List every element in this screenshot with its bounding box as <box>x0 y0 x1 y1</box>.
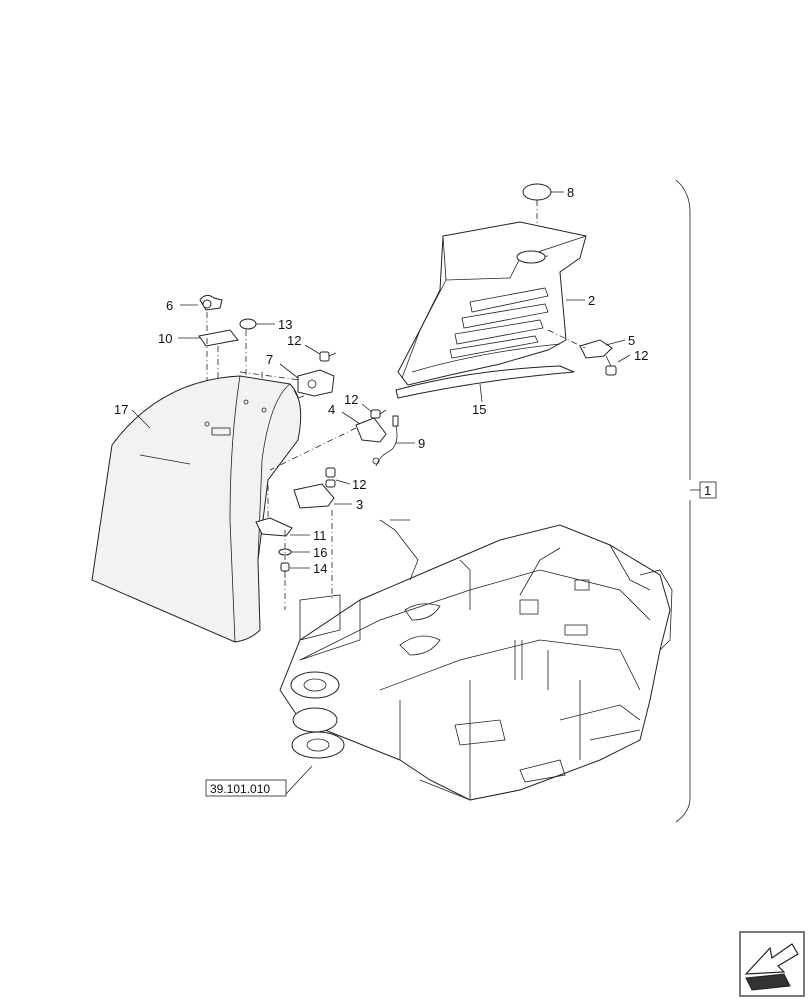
part-15-seal-strip: 15 <box>395 365 575 417</box>
part-2-grille-cover: 2 <box>397 221 595 386</box>
callout-7: 7 <box>266 352 273 367</box>
part-3-bracket: 3 <box>293 483 363 512</box>
part-17-side-cover: 17 <box>91 375 302 643</box>
part-9-cable: 9 <box>372 415 425 467</box>
callout-12-lower: 12 <box>352 477 366 492</box>
callout-12-upper: 12 <box>287 333 301 348</box>
next-page-arrow-icon[interactable] <box>739 931 805 997</box>
part-11-plate: 11 <box>255 517 327 543</box>
callout-3: 3 <box>356 497 363 512</box>
callout-14: 14 <box>313 561 327 576</box>
reference-link[interactable]: 39.101.010 <box>205 765 313 797</box>
part-12-bolt-right: 12 <box>605 348 648 376</box>
callout-2: 2 <box>588 293 595 308</box>
callout-1: 1 <box>704 483 711 498</box>
part-12-bolt-upper: 12 <box>287 333 337 362</box>
assembly-bracket: 1 <box>675 179 717 823</box>
callout-12-mid: 12 <box>344 392 358 407</box>
callout-5: 5 <box>628 333 635 348</box>
callout-8: 8 <box>567 185 574 200</box>
callout-17: 17 <box>114 402 128 417</box>
callout-15: 15 <box>472 402 486 417</box>
callout-4: 4 <box>328 402 335 417</box>
callout-13: 13 <box>278 317 292 332</box>
callout-12-right: 12 <box>634 348 648 363</box>
part-14-bolt: 14 <box>280 561 327 578</box>
part-12-bolt-mid: 12 <box>344 392 387 419</box>
callout-10: 10 <box>158 331 172 346</box>
callout-9: 9 <box>418 436 425 451</box>
part-5-bracket: 5 <box>547 329 635 359</box>
part-6-latch-striker: 6 <box>166 294 223 313</box>
part-12-bolt-lower: 12 <box>325 467 366 492</box>
part-10-plate: 10 <box>158 329 239 347</box>
callout-16: 16 <box>313 545 327 560</box>
upper-frame <box>279 519 673 801</box>
reference-code: 39.101.010 <box>210 782 270 796</box>
part-4-bracket: 4 <box>269 402 387 471</box>
callout-6: 6 <box>166 298 173 313</box>
part-7-latch: 7 <box>266 352 335 399</box>
part-13-plug: 13 <box>239 317 292 332</box>
callout-11: 11 <box>313 528 327 543</box>
part-16-washer: 16 <box>278 545 327 560</box>
